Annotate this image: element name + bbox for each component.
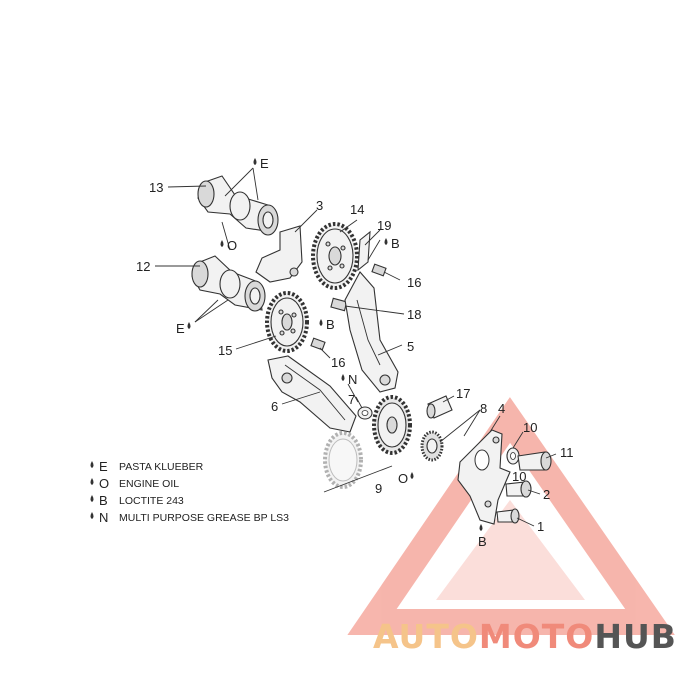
legend-text: ENGINE OIL [119, 478, 179, 490]
camshaft-upper [197, 175, 279, 236]
pin-17 [426, 395, 453, 419]
legend-key: E [99, 459, 108, 474]
watermark-triangle [347, 397, 675, 635]
watermark-moto: MOTO [479, 617, 594, 656]
sprocket-upper [311, 222, 359, 290]
drop-icon [90, 495, 94, 502]
legend-key: O [99, 476, 109, 491]
label-17: 17 [456, 386, 470, 401]
label-11: 11 [560, 445, 574, 460]
washer-10 [506, 447, 520, 465]
svg-text:AUTOMOTOHUB: AUTOMOTOHUB [373, 617, 677, 656]
label-19: 19 [377, 218, 391, 233]
legend-row: O ENGINE OIL [90, 476, 179, 491]
watermark-hub: HUB [594, 617, 677, 656]
label-1: 1 [537, 519, 544, 534]
label-3: 3 [316, 198, 323, 213]
washer-7 [357, 406, 373, 420]
legend-row: E PASTA KLUEBER [90, 459, 204, 474]
label-5: 5 [407, 339, 414, 354]
label-16-lower: 16 [331, 355, 345, 370]
label-18: 18 [407, 307, 421, 322]
label-12: 12 [136, 259, 150, 274]
legend-text: PASTA KLUEBER [119, 461, 204, 473]
cover-plate-4 [457, 429, 511, 525]
drop-icon [253, 158, 257, 165]
drop-icon [319, 319, 323, 326]
needle-bearing-8 [420, 430, 444, 462]
symbol-o-low: O [398, 471, 408, 486]
symbol-e-bottom: E [176, 321, 185, 336]
watermark-text: AUTOMOTOHUB [373, 617, 677, 656]
legend-row: B LOCTITE 243 [90, 493, 184, 508]
symbol-markers: E O E B B N O B [176, 156, 487, 549]
label-8: 8 [480, 401, 487, 416]
legend: E PASTA KLUEBER O ENGINE OIL B LOCTITE 2… [90, 459, 289, 525]
drop-icon [187, 322, 191, 329]
part-labels: 13 12 3 14 19 16 18 5 15 16 6 7 17 8 4 1… [136, 180, 574, 534]
symbol-e-top: E [260, 156, 269, 171]
gear-faint [323, 431, 363, 489]
drop-icon [90, 512, 94, 519]
drop-icon [90, 478, 94, 485]
label-9: 9 [375, 481, 382, 496]
camshaft-lower [191, 255, 266, 312]
chain-guide-5 [344, 271, 399, 393]
label-7: 7 [348, 392, 355, 407]
bracket-part-3 [255, 225, 303, 283]
gear-9 [372, 395, 412, 455]
leader-lines [155, 167, 557, 527]
label-4: 4 [498, 401, 505, 416]
chain-tensioner-19 [357, 230, 371, 272]
legend-row: N MULTI PURPOSE GREASE BP LS3 [90, 510, 289, 525]
legend-key: B [99, 493, 108, 508]
legend-text: MULTI PURPOSE GREASE BP LS3 [119, 512, 289, 524]
label-10-upper: 10 [523, 420, 537, 435]
label-15: 15 [218, 343, 232, 358]
chain-guide-6 [267, 355, 357, 433]
bolt-16-upper [371, 263, 387, 277]
sprocket-lower [265, 291, 309, 353]
bolt-16-lower [310, 337, 326, 351]
label-13: 13 [149, 180, 163, 195]
drop-icon [384, 238, 388, 245]
watermark-auto: AUTO [373, 617, 479, 656]
symbol-b-mid: B [326, 317, 335, 332]
bolt-18 [330, 297, 348, 312]
label-14: 14 [350, 202, 364, 217]
label-2: 2 [543, 487, 550, 502]
bolt-1 [496, 508, 520, 524]
drop-icon [410, 472, 414, 479]
label-10-lower: 10 [512, 469, 526, 484]
drop-icon [90, 461, 94, 468]
drop-icon [479, 524, 483, 531]
symbol-o-mid: O [227, 238, 237, 253]
drop-icon [341, 374, 345, 381]
symbol-n-mid: N [348, 372, 357, 387]
legend-key: N [99, 510, 108, 525]
bolt-11 [517, 451, 552, 471]
symbol-b-low: B [478, 534, 487, 549]
bolt-2 [505, 480, 532, 498]
legend-text: LOCTITE 243 [119, 495, 184, 507]
label-16-upper: 16 [407, 275, 421, 290]
label-6: 6 [271, 399, 278, 414]
drop-icon [220, 240, 224, 247]
symbol-b-upper: B [391, 236, 400, 251]
